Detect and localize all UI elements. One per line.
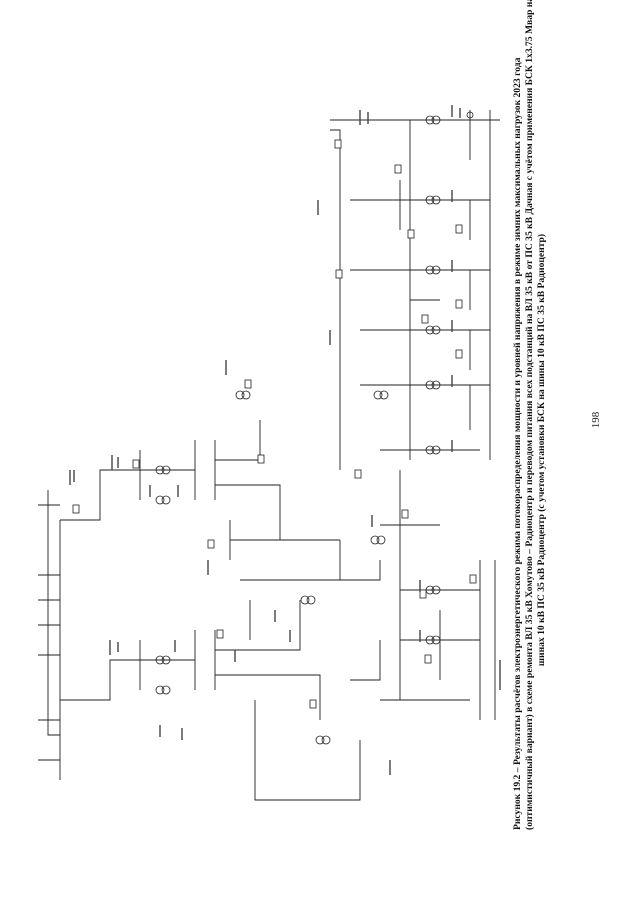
feeder-line <box>215 484 281 540</box>
figure-caption: Рисунок 19.2 – Результаты расчётов элект… <box>512 0 548 830</box>
caption-line-1: Рисунок 19.2 – Результаты расчётов элект… <box>512 57 523 830</box>
feeder-line <box>60 469 140 521</box>
feeder-line <box>215 600 301 651</box>
caption-line-3: шинах 10 кВ ПС 35 кВ Радиоцентр (с учето… <box>536 233 547 667</box>
feeder-line <box>240 560 381 581</box>
caption-line-2: (оптимистичный вариант) в схеме ремонта … <box>524 0 535 830</box>
feeder-line <box>254 700 361 801</box>
feeder-line <box>215 420 261 461</box>
feeder-line <box>60 659 140 701</box>
feeder-line <box>215 674 321 720</box>
trunk-line <box>330 129 341 470</box>
feeder-line <box>350 640 381 681</box>
bus-line <box>47 490 60 736</box>
page-number: 198 <box>590 411 602 429</box>
